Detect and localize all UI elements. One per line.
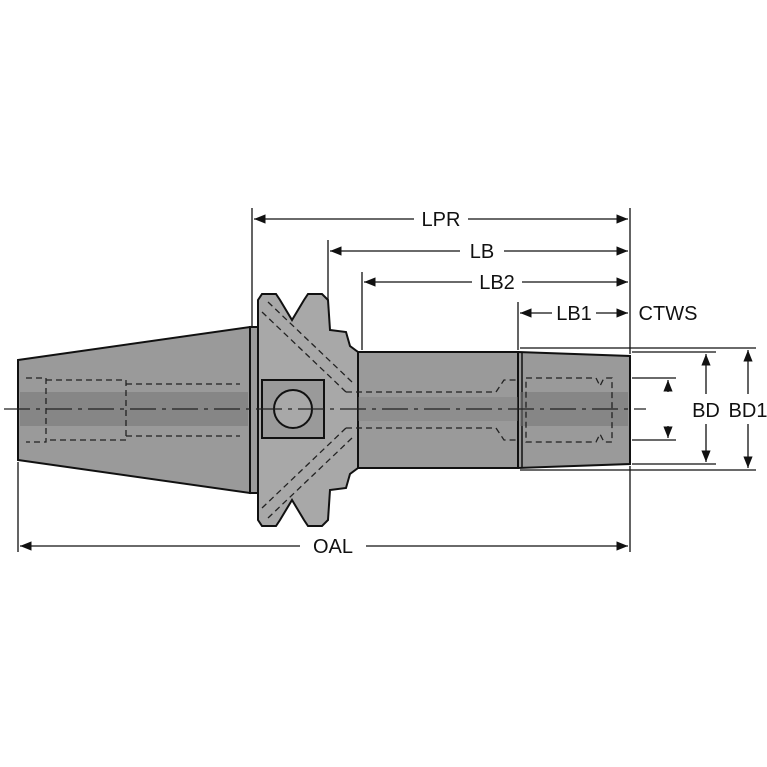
- extension-body: [357, 351, 519, 469]
- dimension-lb: LB: [327, 240, 628, 300]
- lpr-label: LPR: [422, 209, 461, 231]
- ctws-label: CTWS: [639, 303, 698, 325]
- tool-holder-body: [4, 293, 646, 527]
- lb2-label: LB2: [479, 272, 515, 294]
- coolant-passages: [26, 301, 613, 519]
- bd1-label: BD1: [729, 400, 767, 422]
- dimension-bd1: BD1: [520, 347, 767, 471]
- dimension-bd: BD: [632, 351, 720, 465]
- oal-label: OAL: [313, 536, 353, 558]
- lb-label: LB: [470, 241, 494, 263]
- dimension-lpr: LPR: [251, 208, 631, 354]
- bd-label: BD: [692, 400, 720, 422]
- dimension-oal: OAL: [17, 462, 631, 558]
- dimension-lb2: LB2: [361, 272, 628, 350]
- flange-gauge-face: [249, 326, 259, 494]
- lb1-label: LB1: [556, 303, 592, 325]
- dimension-lb1: LB1: [517, 302, 628, 350]
- dimension-ctws: [632, 377, 676, 441]
